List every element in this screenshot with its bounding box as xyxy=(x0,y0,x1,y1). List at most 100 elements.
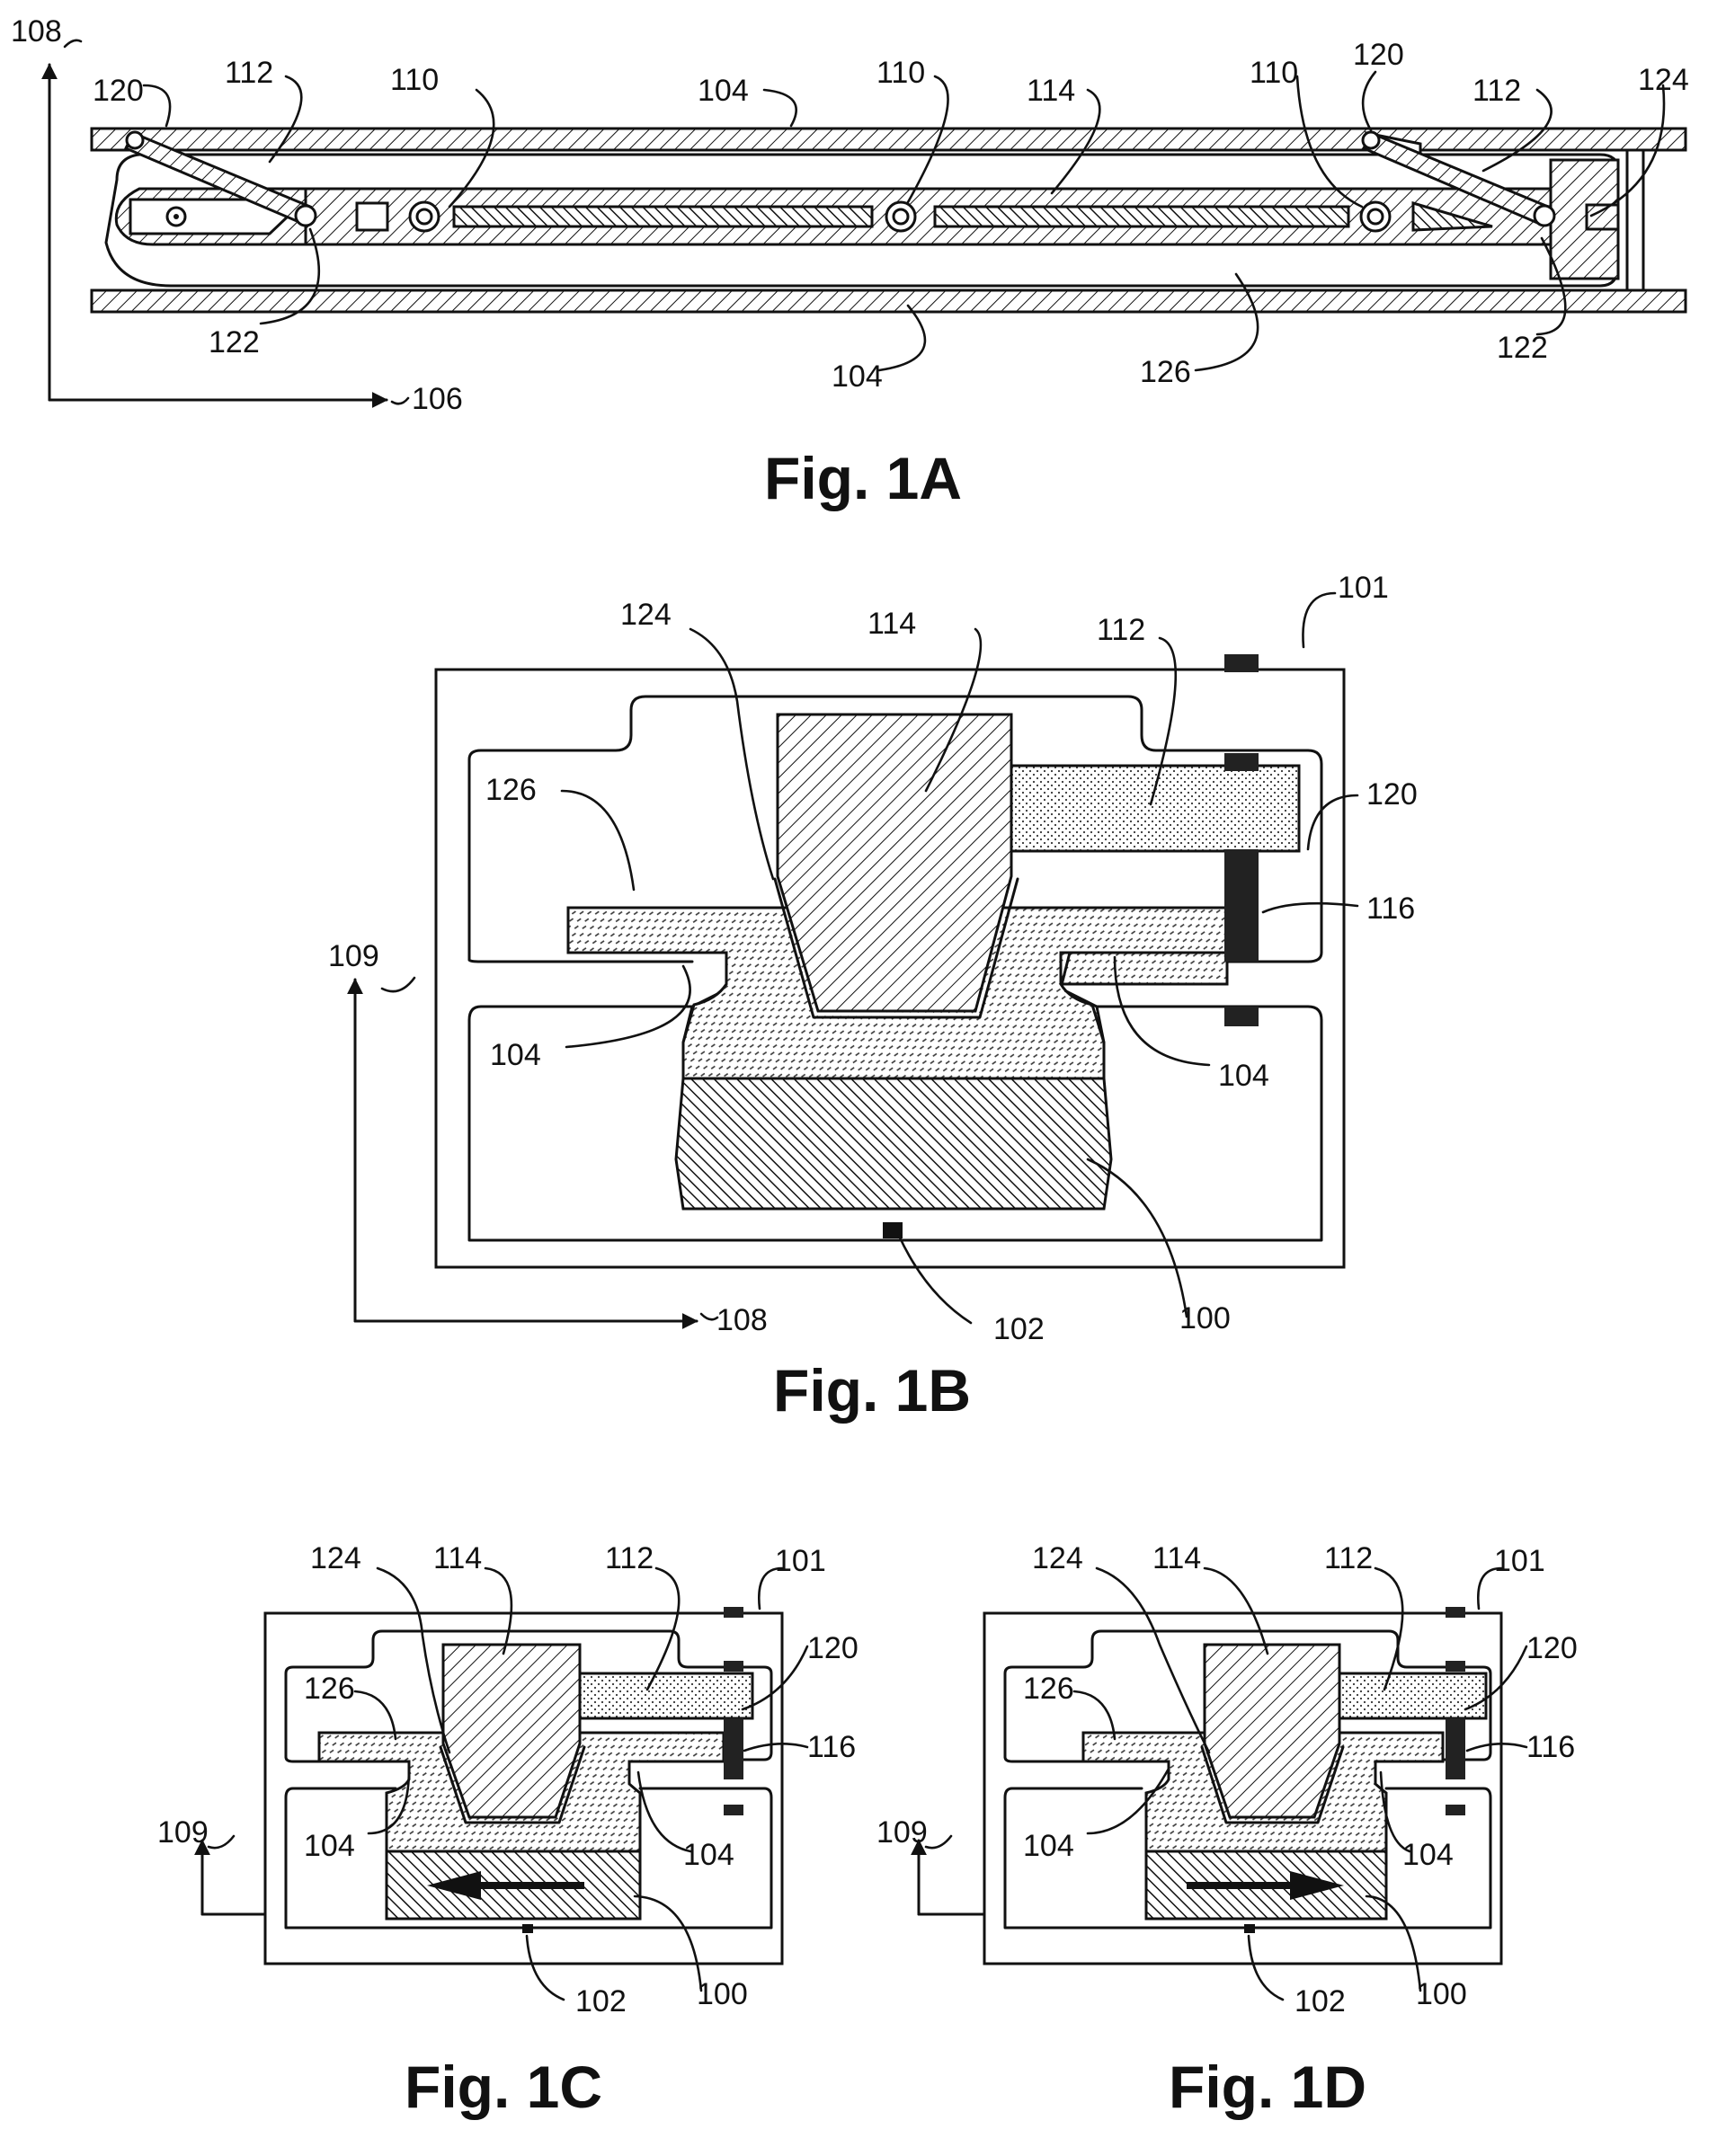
pin-center-icon xyxy=(173,214,179,219)
caption-fig-1d: Fig. 1D xyxy=(1169,2054,1366,2120)
leader-line xyxy=(1295,75,1364,209)
bar-116-upper xyxy=(1446,1661,1465,1672)
bar-116-lower xyxy=(1446,1805,1465,1815)
gap-124 xyxy=(439,1745,586,1824)
bar-116-top-cap xyxy=(1224,654,1259,672)
label-120: 120 xyxy=(1366,777,1418,812)
leader-line xyxy=(1465,1743,1528,1752)
bar-116 xyxy=(1446,1718,1465,1779)
label-104-right: 104 xyxy=(1402,1838,1454,1872)
leader-line xyxy=(762,88,797,128)
leader-line xyxy=(525,1934,565,2001)
leader-line xyxy=(1464,1645,1528,1711)
cavity-lower xyxy=(467,1005,1323,1242)
leader-line xyxy=(565,964,691,1049)
leader-line xyxy=(1203,1566,1269,1655)
leader-line xyxy=(1477,1566,1503,1610)
leader-line xyxy=(1086,1767,1170,1835)
leader-line xyxy=(63,39,83,49)
magnet-100 xyxy=(674,1077,1113,1211)
label-114: 114 xyxy=(1152,1541,1201,1575)
leader-line xyxy=(741,1645,809,1711)
leader-line xyxy=(1149,636,1178,806)
leader-line xyxy=(743,1743,809,1752)
leader-line xyxy=(448,88,495,209)
leader-line xyxy=(1095,1566,1211,1754)
label-124: 124 xyxy=(1032,1541,1083,1575)
label-100: 100 xyxy=(697,1977,748,2011)
pivot-122-right xyxy=(1533,204,1556,227)
leader-line xyxy=(877,304,927,372)
carrier-114 xyxy=(1203,1643,1341,1819)
pivot-120-left xyxy=(125,130,145,150)
label-104-left: 104 xyxy=(1023,1829,1074,1863)
bar-116-lower xyxy=(724,1805,743,1815)
label-112-right: 112 xyxy=(1472,74,1521,108)
leader-line xyxy=(560,789,636,892)
cavity-upper xyxy=(1003,1629,1492,1761)
label-104-bottom: 104 xyxy=(832,359,883,394)
axis-arrows-1b: 109 108 xyxy=(328,939,768,1337)
label-100: 100 xyxy=(1179,1301,1231,1335)
leader-line xyxy=(207,1834,236,1850)
link-112 xyxy=(1010,764,1301,853)
axis-arrows-1a: 108 106 xyxy=(11,14,463,416)
leader-line xyxy=(1589,84,1666,217)
motion-arrowhead-left-icon xyxy=(427,1871,481,1900)
label-124: 124 xyxy=(620,598,672,632)
leader-line xyxy=(906,75,949,204)
bar-116-upper xyxy=(724,1661,743,1672)
leader-line xyxy=(689,627,775,881)
leader-line xyxy=(1361,70,1377,132)
label-126: 126 xyxy=(485,773,537,807)
label-112: 112 xyxy=(1097,613,1145,647)
leader-line xyxy=(1302,591,1337,649)
cavity-upper-close xyxy=(284,1755,397,1763)
caption-fig-1b: Fig. 1B xyxy=(773,1357,971,1424)
label-114: 114 xyxy=(433,1541,482,1575)
sensor-102 xyxy=(883,1222,903,1238)
label-114: 114 xyxy=(867,607,916,641)
pivot-122-left xyxy=(294,204,317,227)
leader-line xyxy=(1306,794,1359,851)
leader-line xyxy=(367,1767,411,1835)
carrier-114 xyxy=(776,713,1013,1013)
figure-1d: 109 108 124 114 112 101 126 120 11 xyxy=(876,1541,1578,2120)
label-104-left: 104 xyxy=(490,1038,541,1072)
bottom-wall-104 xyxy=(90,288,1687,314)
long-slot-left xyxy=(452,205,874,228)
leader-line xyxy=(1535,236,1567,336)
label-104-left: 104 xyxy=(304,1829,355,1863)
link-112 xyxy=(578,1672,754,1720)
label-102: 102 xyxy=(1294,1984,1346,2018)
axis-label-108: 108 xyxy=(11,14,62,49)
wedge-slot xyxy=(1411,200,1493,232)
bar-116 xyxy=(724,1718,743,1779)
pivot-120-right xyxy=(1361,130,1381,150)
label-100: 100 xyxy=(1416,1977,1467,2011)
label-112-left: 112 xyxy=(225,56,273,90)
leader-line xyxy=(1072,1690,1117,1741)
leader-line xyxy=(1194,272,1259,372)
leader-line xyxy=(484,1566,513,1655)
label-122-right: 122 xyxy=(1497,331,1548,365)
leader-line xyxy=(1374,1566,1404,1691)
bar-116-lower xyxy=(1224,1007,1259,1026)
bar-116 xyxy=(1224,849,1259,962)
cavity-upper xyxy=(467,695,1323,963)
leader-line xyxy=(924,627,983,793)
axis-label-109: 109 xyxy=(876,1815,928,1850)
roller-110-b xyxy=(885,200,917,233)
axis-label-109: 109 xyxy=(328,939,379,973)
figure-1c: 109 108 124 114 112 101 126 120 11 xyxy=(157,1541,859,2120)
gap-124 xyxy=(773,877,1019,1019)
bar-116-upper xyxy=(1224,753,1259,771)
motion-arrowhead-right-icon xyxy=(1290,1871,1344,1900)
top-wall-104 xyxy=(90,127,1687,152)
leader-line xyxy=(924,1834,953,1850)
leader-line xyxy=(699,1312,719,1321)
axis-label-106: 106 xyxy=(412,382,463,416)
carrier-114 xyxy=(441,1643,582,1819)
label-120: 120 xyxy=(807,1631,859,1665)
leader-line xyxy=(633,1894,703,1992)
